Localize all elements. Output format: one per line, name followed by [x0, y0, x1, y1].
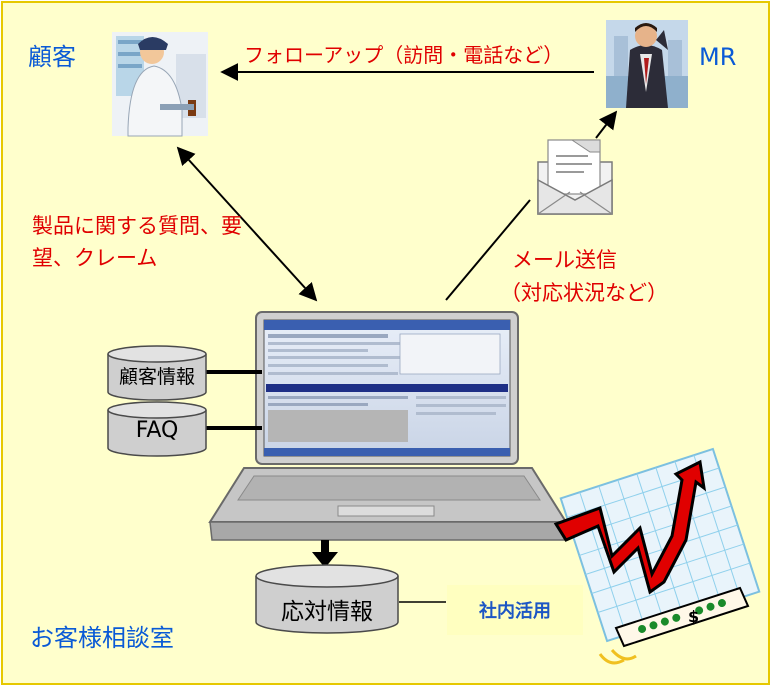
- customer-info-database: [107, 345, 207, 401]
- faq-label: FAQ: [135, 418, 179, 443]
- inquiry-arrow: [176, 146, 318, 302]
- email-arrow-upper: [595, 110, 618, 139]
- response-info-database: [255, 564, 399, 634]
- internal-use-label: 社内活用: [479, 601, 551, 622]
- businessman-phone-clipart-icon: [606, 20, 688, 108]
- customer-info-label: 顧客情報: [118, 366, 195, 388]
- envelope-letter-icon: [537, 139, 613, 215]
- svg-text:$: $: [688, 607, 699, 626]
- laptop: [208, 311, 568, 541]
- internal-use-box: 社内活用: [447, 585, 583, 635]
- email-line-lower: [445, 199, 531, 301]
- email-sub-label: （対応状況など）: [500, 281, 668, 305]
- customer-label: 顧客: [28, 43, 76, 71]
- inquiry-label: 製品に関する質問、要望、クレーム: [32, 214, 242, 270]
- consult-room-label: お客様相談室: [30, 624, 174, 652]
- down-arrow: [312, 540, 338, 568]
- mr-label: MR: [699, 43, 737, 71]
- pharmacist-clipart-icon: [112, 32, 208, 137]
- response-info-label: 応対情報: [281, 599, 373, 625]
- email-label: メール送信: [512, 248, 617, 272]
- rising-chart-clipart-icon: $: [553, 447, 761, 665]
- follow-up-label: フォローアップ（訪問・電話など）: [244, 43, 564, 67]
- faq-database: [107, 401, 207, 457]
